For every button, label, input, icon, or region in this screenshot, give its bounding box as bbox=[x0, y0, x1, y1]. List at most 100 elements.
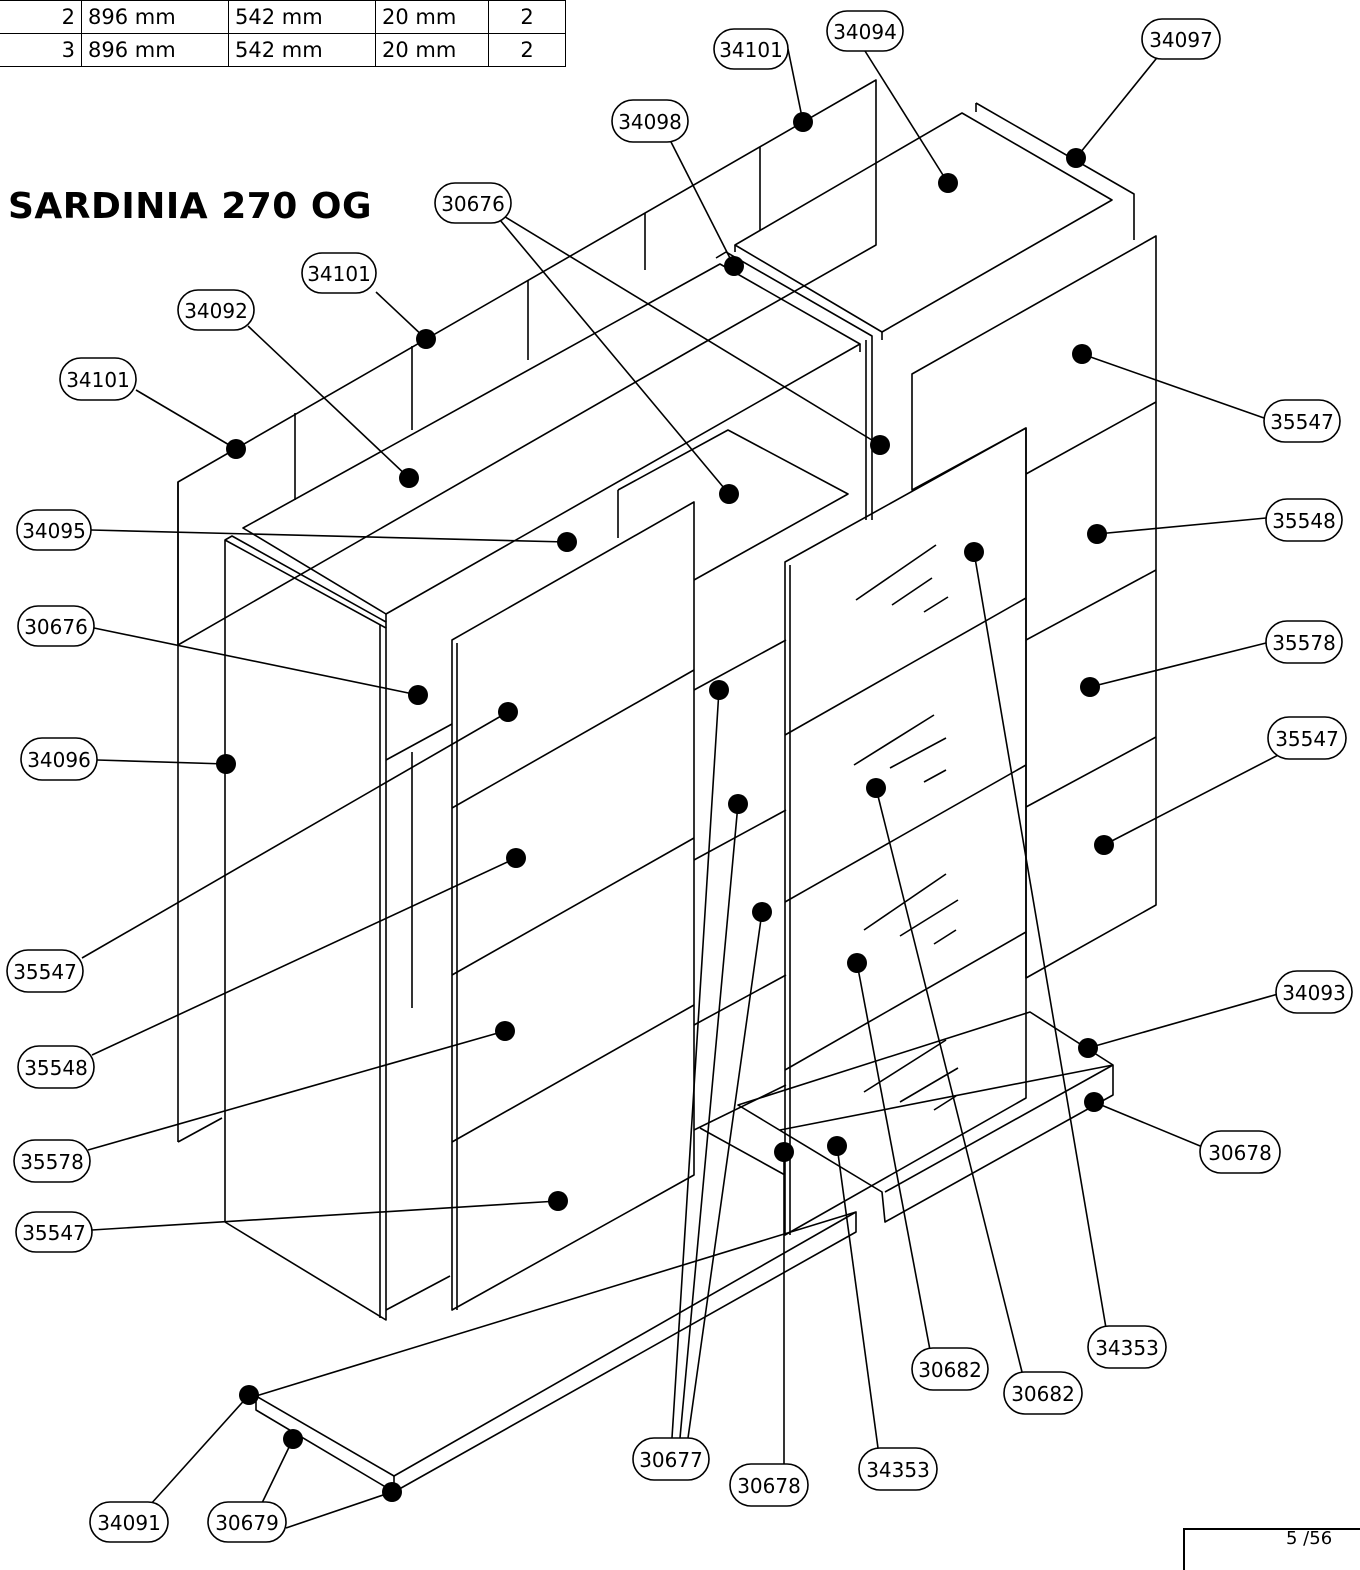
svg-text:34096: 34096 bbox=[27, 748, 91, 772]
leader-line bbox=[375, 291, 427, 340]
callout-dot bbox=[239, 1385, 259, 1405]
part-label: 35548 bbox=[1265, 498, 1343, 542]
right-plinth bbox=[737, 1011, 1114, 1223]
leader-line bbox=[135, 389, 237, 450]
part-label: 30679 bbox=[207, 1501, 287, 1543]
dimension-table: 2 896 mm 542 mm 20 mm 2 3 896 mm 542 mm … bbox=[0, 0, 566, 67]
leader-line bbox=[149, 1394, 250, 1506]
leader-line bbox=[96, 759, 227, 765]
callout-dot bbox=[827, 1136, 847, 1156]
table-cell: 20 mm bbox=[375, 0, 489, 34]
table-cell: 2 bbox=[488, 0, 566, 34]
callout-dot bbox=[408, 685, 428, 705]
furniture-drawing bbox=[177, 79, 1157, 1493]
leader-line bbox=[687, 911, 763, 1439]
table-row: 3 896 mm 542 mm 20 mm 2 bbox=[0, 33, 566, 67]
part-label: 30676 bbox=[434, 182, 512, 224]
svg-text:34101: 34101 bbox=[66, 368, 130, 392]
leader-line bbox=[864, 50, 949, 184]
svg-text:35547: 35547 bbox=[1275, 727, 1339, 751]
callout-dot bbox=[283, 1429, 303, 1449]
callout-dot bbox=[226, 439, 246, 459]
callout-dot bbox=[774, 1142, 794, 1162]
leader-line bbox=[671, 689, 720, 1439]
callout-dot bbox=[870, 435, 890, 455]
part-label: 34101 bbox=[713, 28, 789, 70]
left-plinth bbox=[255, 1211, 857, 1493]
svg-text:30682: 30682 bbox=[918, 1358, 982, 1382]
svg-text:34092: 34092 bbox=[184, 299, 248, 323]
part-label: 30678 bbox=[729, 1463, 809, 1507]
callout-dot bbox=[719, 484, 739, 504]
part-label: 35547 bbox=[1267, 716, 1347, 760]
table-cell: 2 bbox=[0, 0, 82, 34]
part-label: 34095 bbox=[16, 509, 92, 551]
part-label: 34098 bbox=[611, 99, 689, 143]
table-cell: 896 mm bbox=[81, 33, 229, 67]
leader-line bbox=[856, 962, 931, 1351]
part-label: 30678 bbox=[1199, 1130, 1281, 1174]
leader-line bbox=[91, 857, 517, 1056]
callout-dot bbox=[1078, 1038, 1098, 1058]
svg-text:35578: 35578 bbox=[20, 1150, 84, 1174]
right-back-panel bbox=[911, 235, 1157, 979]
svg-text:35578: 35578 bbox=[1272, 631, 1336, 655]
svg-text:34091: 34091 bbox=[97, 1511, 161, 1535]
part-label: 34097 bbox=[1141, 18, 1221, 60]
svg-text:34101: 34101 bbox=[307, 262, 371, 286]
svg-text:34093: 34093 bbox=[1282, 981, 1346, 1005]
callout-dot bbox=[709, 680, 729, 700]
callout-dot bbox=[1087, 524, 1107, 544]
leader-line bbox=[787, 48, 804, 123]
callout-dot bbox=[1066, 148, 1086, 168]
leader-line bbox=[1087, 993, 1279, 1049]
callout-dot bbox=[382, 1482, 402, 1502]
callout-dot bbox=[495, 1021, 515, 1041]
page-frame bbox=[1183, 1528, 1360, 1570]
left-side-panel bbox=[224, 539, 387, 1321]
svg-text:30676: 30676 bbox=[441, 192, 505, 216]
table-cell: 3 bbox=[0, 33, 82, 67]
leader-line bbox=[1075, 53, 1161, 159]
leader-lines bbox=[81, 48, 1285, 1529]
part-label: 30677 bbox=[632, 1437, 710, 1481]
part-label: 34353 bbox=[1087, 1325, 1167, 1369]
svg-text:34094: 34094 bbox=[833, 20, 897, 44]
leader-line bbox=[499, 219, 730, 495]
callout-dot bbox=[1094, 835, 1114, 855]
part-label: 34092 bbox=[177, 289, 255, 331]
back-panel-top bbox=[177, 79, 877, 646]
callout-dot bbox=[793, 112, 813, 132]
svg-text:34095: 34095 bbox=[22, 519, 86, 543]
part-label: 30682 bbox=[911, 1347, 989, 1391]
leader-line bbox=[90, 529, 568, 543]
part-label: 30682 bbox=[1003, 1371, 1083, 1415]
svg-text:30682: 30682 bbox=[1011, 1382, 1075, 1406]
leader-line bbox=[679, 803, 739, 1439]
part-callouts: 34101 34094 34097 34098 30676 34101 3409… bbox=[6, 10, 1353, 1543]
part-label: 35547 bbox=[1263, 399, 1341, 443]
callout-dot bbox=[752, 902, 772, 922]
page-title: SARDINIA 270 OG bbox=[8, 186, 373, 227]
callout-dot bbox=[416, 329, 436, 349]
svg-text:34097: 34097 bbox=[1149, 28, 1213, 52]
leader-line bbox=[247, 325, 410, 479]
callout-dot bbox=[724, 256, 744, 276]
table-cell: 896 mm bbox=[81, 0, 229, 34]
callout-dot bbox=[399, 468, 419, 488]
svg-text:35547: 35547 bbox=[1270, 410, 1334, 434]
svg-text:30678: 30678 bbox=[1208, 1141, 1272, 1165]
leader-line bbox=[1103, 751, 1285, 846]
leader-line bbox=[261, 1438, 294, 1504]
leader-line bbox=[973, 551, 1107, 1329]
svg-text:34098: 34098 bbox=[618, 110, 682, 134]
svg-text:30676: 30676 bbox=[24, 615, 88, 639]
part-label: 34093 bbox=[1275, 970, 1353, 1014]
part-label: 35547 bbox=[15, 1211, 93, 1253]
svg-text:30677: 30677 bbox=[639, 1448, 703, 1472]
callout-dot bbox=[1080, 677, 1100, 697]
leader-line bbox=[501, 214, 881, 446]
callout-dot bbox=[938, 173, 958, 193]
right-top-panel bbox=[734, 112, 1113, 333]
